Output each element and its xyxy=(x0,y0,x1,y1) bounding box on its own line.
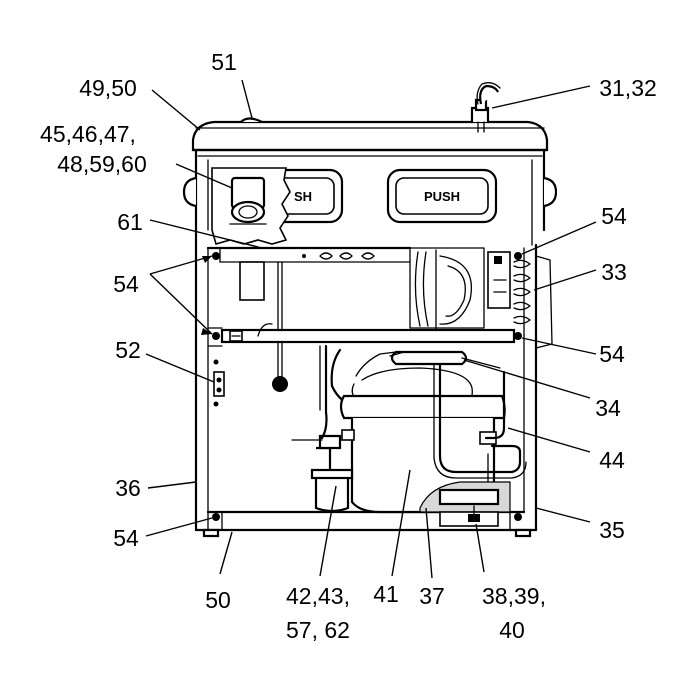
top-basin xyxy=(182,120,558,246)
callout-54-left: 54 xyxy=(113,271,139,297)
callout-labels: 51 49,50 31,32 45,46,47, 48,59,60 61 54 … xyxy=(40,49,657,643)
callout-36: 36 xyxy=(115,475,141,501)
callout-41: 41 xyxy=(373,581,399,607)
callout-54-top-right: 54 xyxy=(601,203,627,229)
cabinet-frame xyxy=(194,228,538,538)
pipe-assembly xyxy=(433,362,527,513)
callout-35: 35 xyxy=(599,517,625,543)
rail-details xyxy=(229,252,375,342)
side-bracket xyxy=(213,371,225,397)
leader-lines xyxy=(145,79,597,579)
callout-33: 33 xyxy=(601,259,627,285)
callout-51: 51 xyxy=(211,49,237,75)
callout-45-line1: 45,46,47, xyxy=(40,121,136,147)
cutaway-valve xyxy=(211,167,291,245)
callout-45-line2: 48,59,60 xyxy=(57,151,147,177)
callout-54-bottom-left: 54 xyxy=(113,525,139,551)
hanging-solenoid xyxy=(239,261,288,392)
push-button-right: PUSH xyxy=(386,168,498,224)
callout-38-line2: 40 xyxy=(499,617,525,643)
callout-31-32: 31,32 xyxy=(599,75,657,101)
callout-37: 37 xyxy=(419,583,445,609)
condenser-fins xyxy=(487,251,553,349)
screws xyxy=(212,252,522,521)
callout-54-mid-right: 54 xyxy=(599,341,625,367)
bubbler-assembly xyxy=(470,82,501,133)
callout-50: 50 xyxy=(205,587,231,613)
callout-61: 61 xyxy=(117,209,143,235)
callout-49-50: 49,50 xyxy=(79,75,137,101)
callout-42-line2: 57, 62 xyxy=(286,617,350,643)
callout-42-line1: 42,43, xyxy=(286,583,350,609)
callout-44: 44 xyxy=(599,447,625,473)
push-label-right: PUSH xyxy=(424,189,460,204)
top-cover-bump xyxy=(240,117,263,123)
drain-pan xyxy=(419,481,511,527)
drain-cup xyxy=(291,344,354,513)
callout-34: 34 xyxy=(595,395,621,421)
callout-38-line1: 38,39, xyxy=(482,583,546,609)
push-label-left: SH xyxy=(294,189,312,204)
fan-housing xyxy=(409,247,485,331)
callout-52: 52 xyxy=(115,337,141,363)
